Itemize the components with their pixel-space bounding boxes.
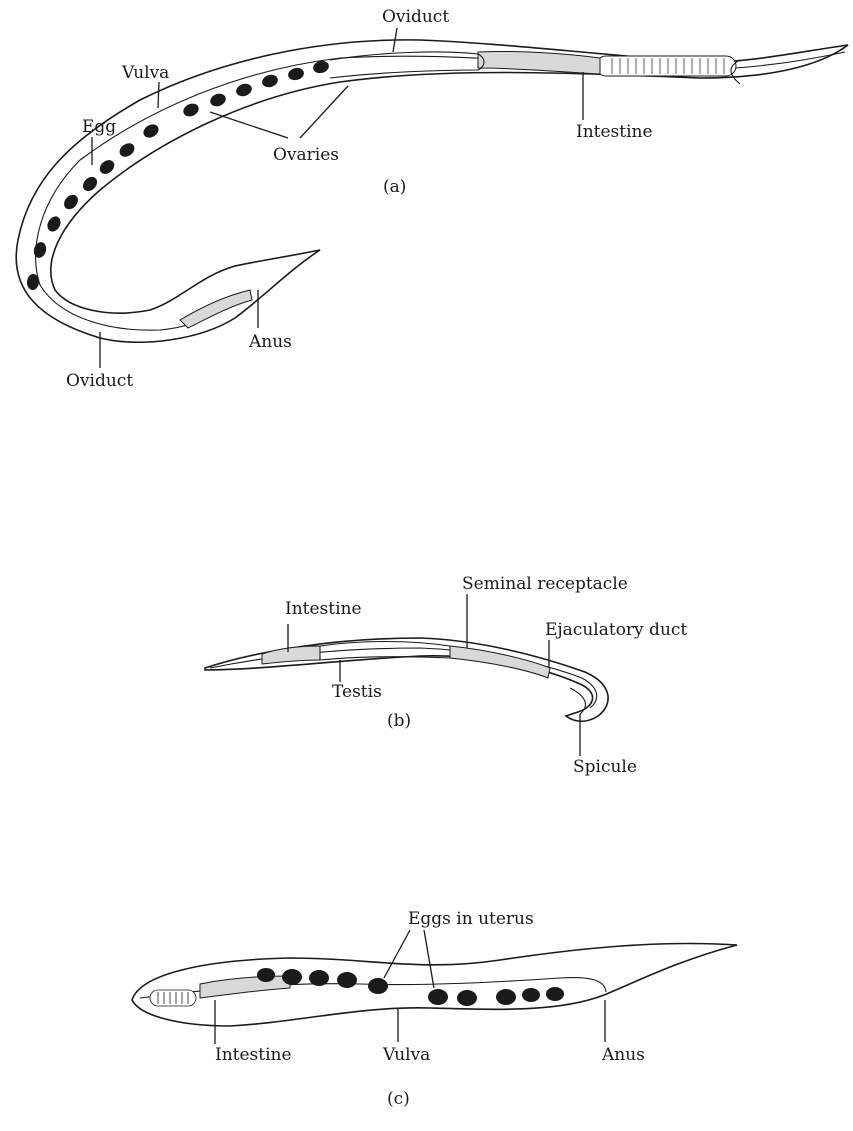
egg (428, 989, 448, 1005)
label-a-ovaries: Ovaries (273, 145, 339, 165)
label-c-intestine: Intestine (215, 1045, 292, 1065)
egg (522, 988, 540, 1002)
label-b-seminal-receptacle: Seminal receptacle (462, 574, 628, 594)
panel-b-worm-body (205, 638, 608, 721)
egg (368, 978, 388, 994)
panel-a-intestine (596, 56, 736, 76)
caption-a: (a) (383, 177, 406, 197)
egg (337, 972, 357, 988)
label-a-vulva: Vulva (121, 63, 169, 83)
label-a-oviduct-top: Oviduct (382, 7, 449, 27)
panel-c: Eggs in uterus Intestine Vulva Anus (c) (132, 909, 737, 1109)
label-c-vulva: Vulva (382, 1045, 430, 1065)
egg (257, 968, 275, 982)
label-b-ejaculatory-duct: Ejaculatory duct (545, 620, 687, 640)
panel-b: Intestine Seminal receptacle Ejaculatory… (205, 574, 687, 777)
label-c-anus: Anus (601, 1045, 645, 1065)
caption-c: (c) (387, 1089, 410, 1109)
egg (496, 989, 516, 1005)
egg (309, 970, 329, 986)
egg (546, 987, 564, 1001)
caption-b: (b) (387, 711, 411, 731)
panel-a-worm-body (16, 40, 848, 342)
egg (282, 969, 302, 985)
label-a-intestine: Intestine (576, 122, 653, 142)
panel-a: Oviduct Vulva Egg Ovaries Intestine Anus… (16, 7, 848, 391)
label-b-spicule: Spicule (573, 757, 637, 777)
label-c-eggs-in-uterus: Eggs in uterus (408, 909, 534, 929)
egg (457, 990, 477, 1006)
panel-b-spicule (570, 688, 585, 714)
label-a-egg: Egg (82, 117, 116, 137)
label-b-intestine: Intestine (285, 599, 362, 619)
label-b-testis: Testis (332, 682, 382, 702)
label-a-anus: Anus (248, 332, 292, 352)
label-a-oviduct-bottom: Oviduct (66, 371, 133, 391)
panel-c-head-striations (150, 990, 196, 1006)
